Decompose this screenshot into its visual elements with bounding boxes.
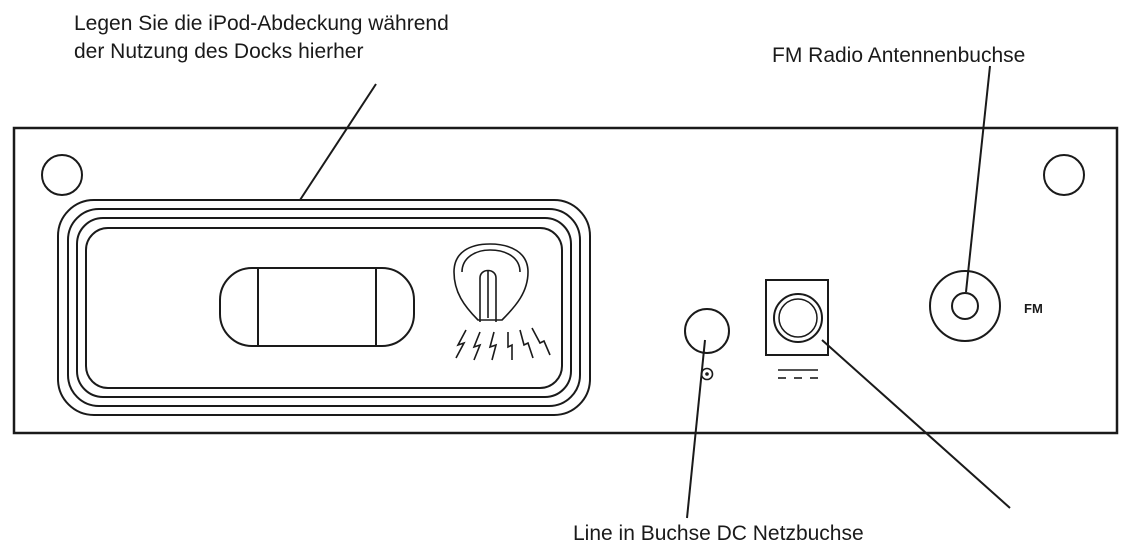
leader-line-dc xyxy=(821,339,1011,509)
dc-power-jack xyxy=(765,279,829,356)
fm-marking: FM xyxy=(1024,301,1043,316)
fm-antenna-socket xyxy=(929,270,1001,342)
dock-slot xyxy=(219,267,415,347)
ipod-cover-label: Legen Sie die iPod-Abdeckung während der… xyxy=(74,10,449,66)
dc-symbol xyxy=(778,369,818,379)
line-in-jack xyxy=(684,308,730,354)
mounting-hole-right xyxy=(1043,154,1085,196)
ipod-cover-label-line2: der Nutzung des Docks hierher xyxy=(74,40,364,63)
mounting-hole-left xyxy=(41,154,83,196)
line-in-dc-label: Line in Buchse DC Netzbuchse xyxy=(573,522,864,545)
leader-line-cover xyxy=(299,83,377,201)
rear-panel xyxy=(12,126,1119,435)
fm-antenna-label: FM Radio Antennenbuchse xyxy=(772,44,1026,67)
ipod-cover-label-line1: Legen Sie die iPod-Abdeckung während xyxy=(74,12,449,35)
leader-line-fm xyxy=(965,65,991,293)
headphone-line-in-symbol xyxy=(700,367,714,381)
sparkle-strike-symbol xyxy=(453,243,551,361)
leader-line-line-in xyxy=(686,339,706,519)
ipod-cover-recess xyxy=(57,199,591,416)
